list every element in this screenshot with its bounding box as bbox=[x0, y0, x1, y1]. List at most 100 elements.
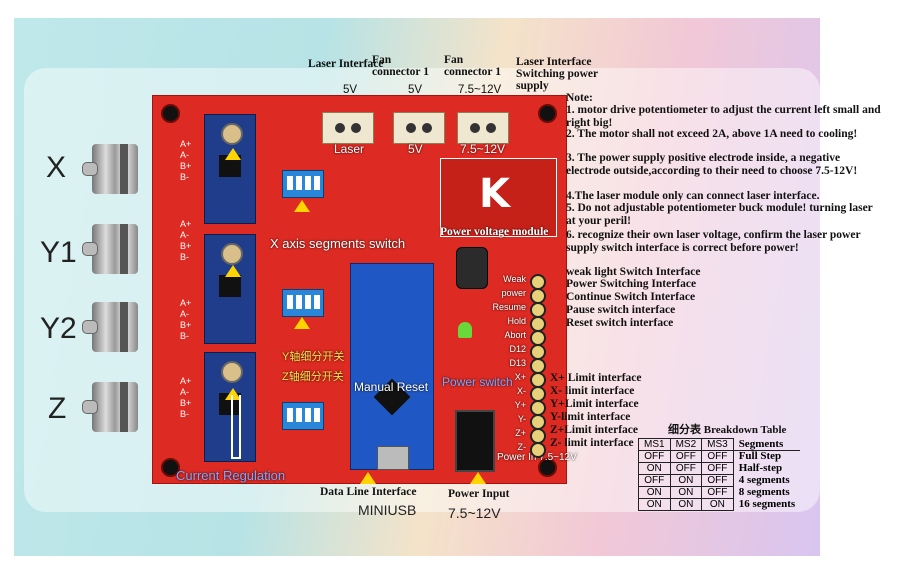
pin-label: B+ bbox=[180, 161, 192, 171]
capacitor bbox=[456, 247, 488, 289]
pin-label: A- bbox=[180, 387, 189, 397]
potentiometer[interactable] bbox=[221, 123, 243, 145]
limit-label: Y+Limit interface bbox=[550, 398, 639, 410]
current-regulation-label: Current Regulation bbox=[176, 468, 286, 483]
breakdown-cell: ON bbox=[638, 462, 671, 475]
axis-y2-label: Y2 bbox=[40, 312, 77, 345]
up-arrow-icon bbox=[294, 200, 310, 212]
breakdown-header: MS2 bbox=[669, 438, 703, 451]
terminal-laser-text: Laser bbox=[334, 142, 365, 156]
buck-module: K bbox=[440, 158, 557, 237]
dip-switch-z[interactable] bbox=[282, 402, 324, 430]
pin-label: B- bbox=[180, 331, 189, 341]
driver-z bbox=[204, 352, 256, 462]
stepper-motor-y2 bbox=[82, 300, 144, 354]
note-line: 3. The power supply positive electrode i… bbox=[566, 152, 858, 177]
note-line: 2. The motor shall not exceed 2A, above … bbox=[566, 128, 858, 140]
voltage-mark-3: 7.5~12V bbox=[458, 84, 502, 96]
header-pin-label: Abort bbox=[504, 330, 526, 340]
up-arrow-icon bbox=[294, 317, 310, 329]
module-logo-icon: K bbox=[479, 171, 510, 217]
potentiometer[interactable] bbox=[221, 361, 243, 383]
pin-label: A- bbox=[180, 309, 189, 319]
breakdown-cell: 8 segments bbox=[738, 486, 790, 498]
header-pin-label: X+ bbox=[514, 372, 526, 382]
breakdown-cell: OFF bbox=[701, 462, 734, 475]
laser-terminal[interactable] bbox=[322, 112, 374, 144]
breakdown-cell: OFF bbox=[669, 450, 703, 463]
pin-label: A- bbox=[180, 230, 189, 240]
header-pin-label: power bbox=[501, 288, 526, 298]
pin-label: A+ bbox=[180, 298, 192, 308]
header-pin-label: Y+ bbox=[514, 400, 526, 410]
note-line: weak light Switch Interface bbox=[566, 266, 701, 278]
pin-label: A- bbox=[180, 150, 189, 160]
x-axis-switch-label: X axis segments switch bbox=[270, 236, 406, 251]
breakdown-cell: OFF bbox=[638, 450, 671, 463]
note-line: 1. motor drive potentiometer to adjust t… bbox=[566, 104, 881, 129]
potentiometer[interactable] bbox=[221, 243, 243, 265]
stepper-motor-y1 bbox=[82, 222, 144, 276]
voltage-mark-2: 5V bbox=[408, 84, 423, 96]
breakdown-header: MS1 bbox=[638, 438, 671, 451]
note-line: Reset switch interface bbox=[566, 317, 674, 329]
limit-label: Y-limit interface bbox=[550, 411, 631, 423]
stepper-motor-z bbox=[82, 380, 144, 434]
fan-connector-label-2: Fan connector 1 bbox=[444, 54, 501, 78]
breakdown-cell: Full Step bbox=[738, 450, 782, 463]
power-voltage-module-label: Power voltage module bbox=[440, 226, 549, 238]
header-pin-label: Y- bbox=[517, 414, 526, 424]
pin-label: A+ bbox=[180, 139, 192, 149]
limit-label: X+ Limit interface bbox=[550, 372, 642, 384]
breakdown-cell: OFF bbox=[669, 462, 703, 475]
fan-connector-label-1: Fan connector 1 bbox=[372, 54, 429, 78]
header-pin-label: Weak bbox=[503, 274, 526, 284]
pin-label: B- bbox=[180, 252, 189, 262]
breakdown-cell: OFF bbox=[701, 474, 734, 487]
breakdown-cell: Half-step bbox=[738, 462, 783, 474]
note-line: 5. Do not adjustable potentiometer buck … bbox=[566, 202, 873, 227]
note-line: Note: bbox=[566, 92, 593, 104]
note-line: 6. recognize their own laser voltage, co… bbox=[566, 229, 861, 254]
header-pin[interactable] bbox=[530, 442, 546, 458]
dip-switch-x[interactable] bbox=[282, 170, 324, 198]
breakdown-cell: ON bbox=[669, 474, 703, 487]
laser-interface-label: Laser Interface bbox=[308, 58, 384, 70]
header-pin-label: D13 bbox=[509, 358, 526, 368]
fan-terminal-1[interactable] bbox=[393, 112, 445, 144]
pin-label: B+ bbox=[180, 398, 192, 408]
header-pin-label: Z+ bbox=[515, 428, 526, 438]
dc-power-jack[interactable] bbox=[455, 410, 495, 472]
driver-y bbox=[204, 234, 256, 344]
pin-label: B- bbox=[180, 409, 189, 419]
breakdown-cell: ON bbox=[638, 486, 671, 499]
mini-usb-port[interactable] bbox=[377, 446, 409, 470]
dip-switch-y[interactable] bbox=[282, 289, 324, 317]
power-switch-label: Power switch bbox=[442, 375, 513, 389]
breakdown-header: Segments bbox=[732, 438, 801, 451]
terminal-5v-text: 5V bbox=[408, 142, 423, 156]
header-pin-label: X- bbox=[517, 386, 526, 396]
laser-switching-label: Laser Interface Switching power supply bbox=[516, 56, 598, 92]
data-line-label: Data Line Interface bbox=[320, 486, 417, 498]
axis-z-label: Z bbox=[48, 392, 67, 425]
axis-x-label: X bbox=[46, 151, 67, 184]
voltage-mark-1: 5V bbox=[343, 84, 358, 96]
note-line: Power Switching Interface bbox=[566, 278, 697, 290]
fan-terminal-2[interactable] bbox=[457, 112, 509, 144]
pin-label: B- bbox=[180, 172, 189, 182]
up-arrow-icon bbox=[225, 148, 241, 160]
breakdown-cell: OFF bbox=[638, 474, 671, 487]
arduino-nano bbox=[350, 263, 434, 470]
note-line: Continue Switch Interface bbox=[566, 291, 696, 303]
limit-label: X- limit interface bbox=[550, 385, 635, 397]
current-arrow-icon bbox=[231, 395, 241, 459]
miniusb-label: MINIUSB bbox=[358, 502, 417, 518]
z-subdiv-label: Z轴细分开关 bbox=[282, 371, 344, 383]
manual-reset-label: Manual Reset bbox=[354, 380, 429, 394]
header-pin-label: D12 bbox=[509, 344, 526, 354]
limit-label: Z+Limit interface bbox=[550, 424, 638, 436]
